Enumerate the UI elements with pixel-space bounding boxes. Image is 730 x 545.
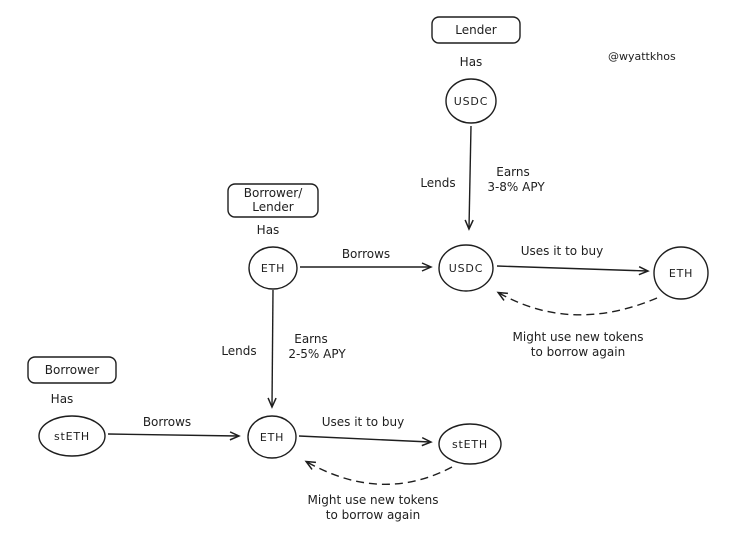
usdc-top-node — [445, 78, 497, 124]
earns-label-mid-line1: Earns — [294, 332, 328, 346]
loop-label-mid-line2: to borrow again — [531, 345, 625, 359]
steth-right-node-label: stETH — [452, 438, 488, 451]
loop-label-bottom-line1: Might use new tokens — [308, 493, 439, 507]
loop-arrow-mid — [496, 291, 658, 316]
earns-label-top-line1: Earns — [496, 165, 530, 179]
uses-arrow-bottom — [298, 435, 433, 447]
uses-arrow-mid — [496, 265, 650, 276]
eth-mid-node — [248, 246, 298, 290]
steth-left-node-label: stETH — [54, 430, 90, 443]
borrower-lender-box-label-line2: Lender — [252, 200, 293, 214]
earns-label-mid-line2: 2-5% APY — [288, 347, 346, 361]
loop-arrow-bottom — [304, 460, 453, 486]
lender-has-label: Has — [460, 55, 483, 69]
usdc-mid-node-label: USDC — [449, 262, 483, 275]
usdc-top-node-label: USDC — [454, 95, 488, 108]
uses-label-bottom: Uses it to buy — [322, 415, 405, 429]
borrower-lender-box — [227, 183, 319, 218]
lends-label-top: Lends — [420, 176, 455, 190]
uses-label-mid: Uses it to buy — [521, 244, 604, 258]
usdc-mid-node — [438, 244, 494, 292]
lender-box-label: Lender — [455, 23, 496, 37]
borrower-lender-box-label-line1: Borrower/ — [244, 186, 303, 200]
lends-arrow-mid — [267, 289, 277, 409]
eth-mid-node-label: ETH — [261, 262, 285, 275]
steth-right-node — [438, 423, 502, 465]
eth-bottom-node — [247, 415, 297, 459]
eth-bottom-node-label: ETH — [260, 431, 284, 444]
steth-left-node — [38, 415, 106, 457]
lender-box — [431, 16, 521, 44]
borrows-label-mid: Borrows — [342, 247, 390, 261]
eth-right-node — [653, 246, 709, 300]
eth-right-node-label: ETH — [669, 267, 693, 280]
borrower-box — [27, 356, 117, 384]
borrows-arrow-bottom — [107, 431, 241, 441]
loop-label-mid-line1: Might use new tokens — [513, 330, 644, 344]
borrows-label-bottom: Borrows — [143, 415, 191, 429]
earns-label-top-line2: 3-8% APY — [487, 180, 545, 194]
borrower-lender-has-label: Has — [257, 223, 280, 237]
borrower-has-label: Has — [51, 392, 74, 406]
loop-label-bottom-line2: to borrow again — [326, 508, 420, 522]
lends-label-mid: Lends — [221, 344, 256, 358]
lends-arrow-top — [464, 125, 474, 231]
watermark: @wyattkhos — [608, 50, 676, 63]
borrower-box-label: Borrower — [45, 363, 100, 377]
